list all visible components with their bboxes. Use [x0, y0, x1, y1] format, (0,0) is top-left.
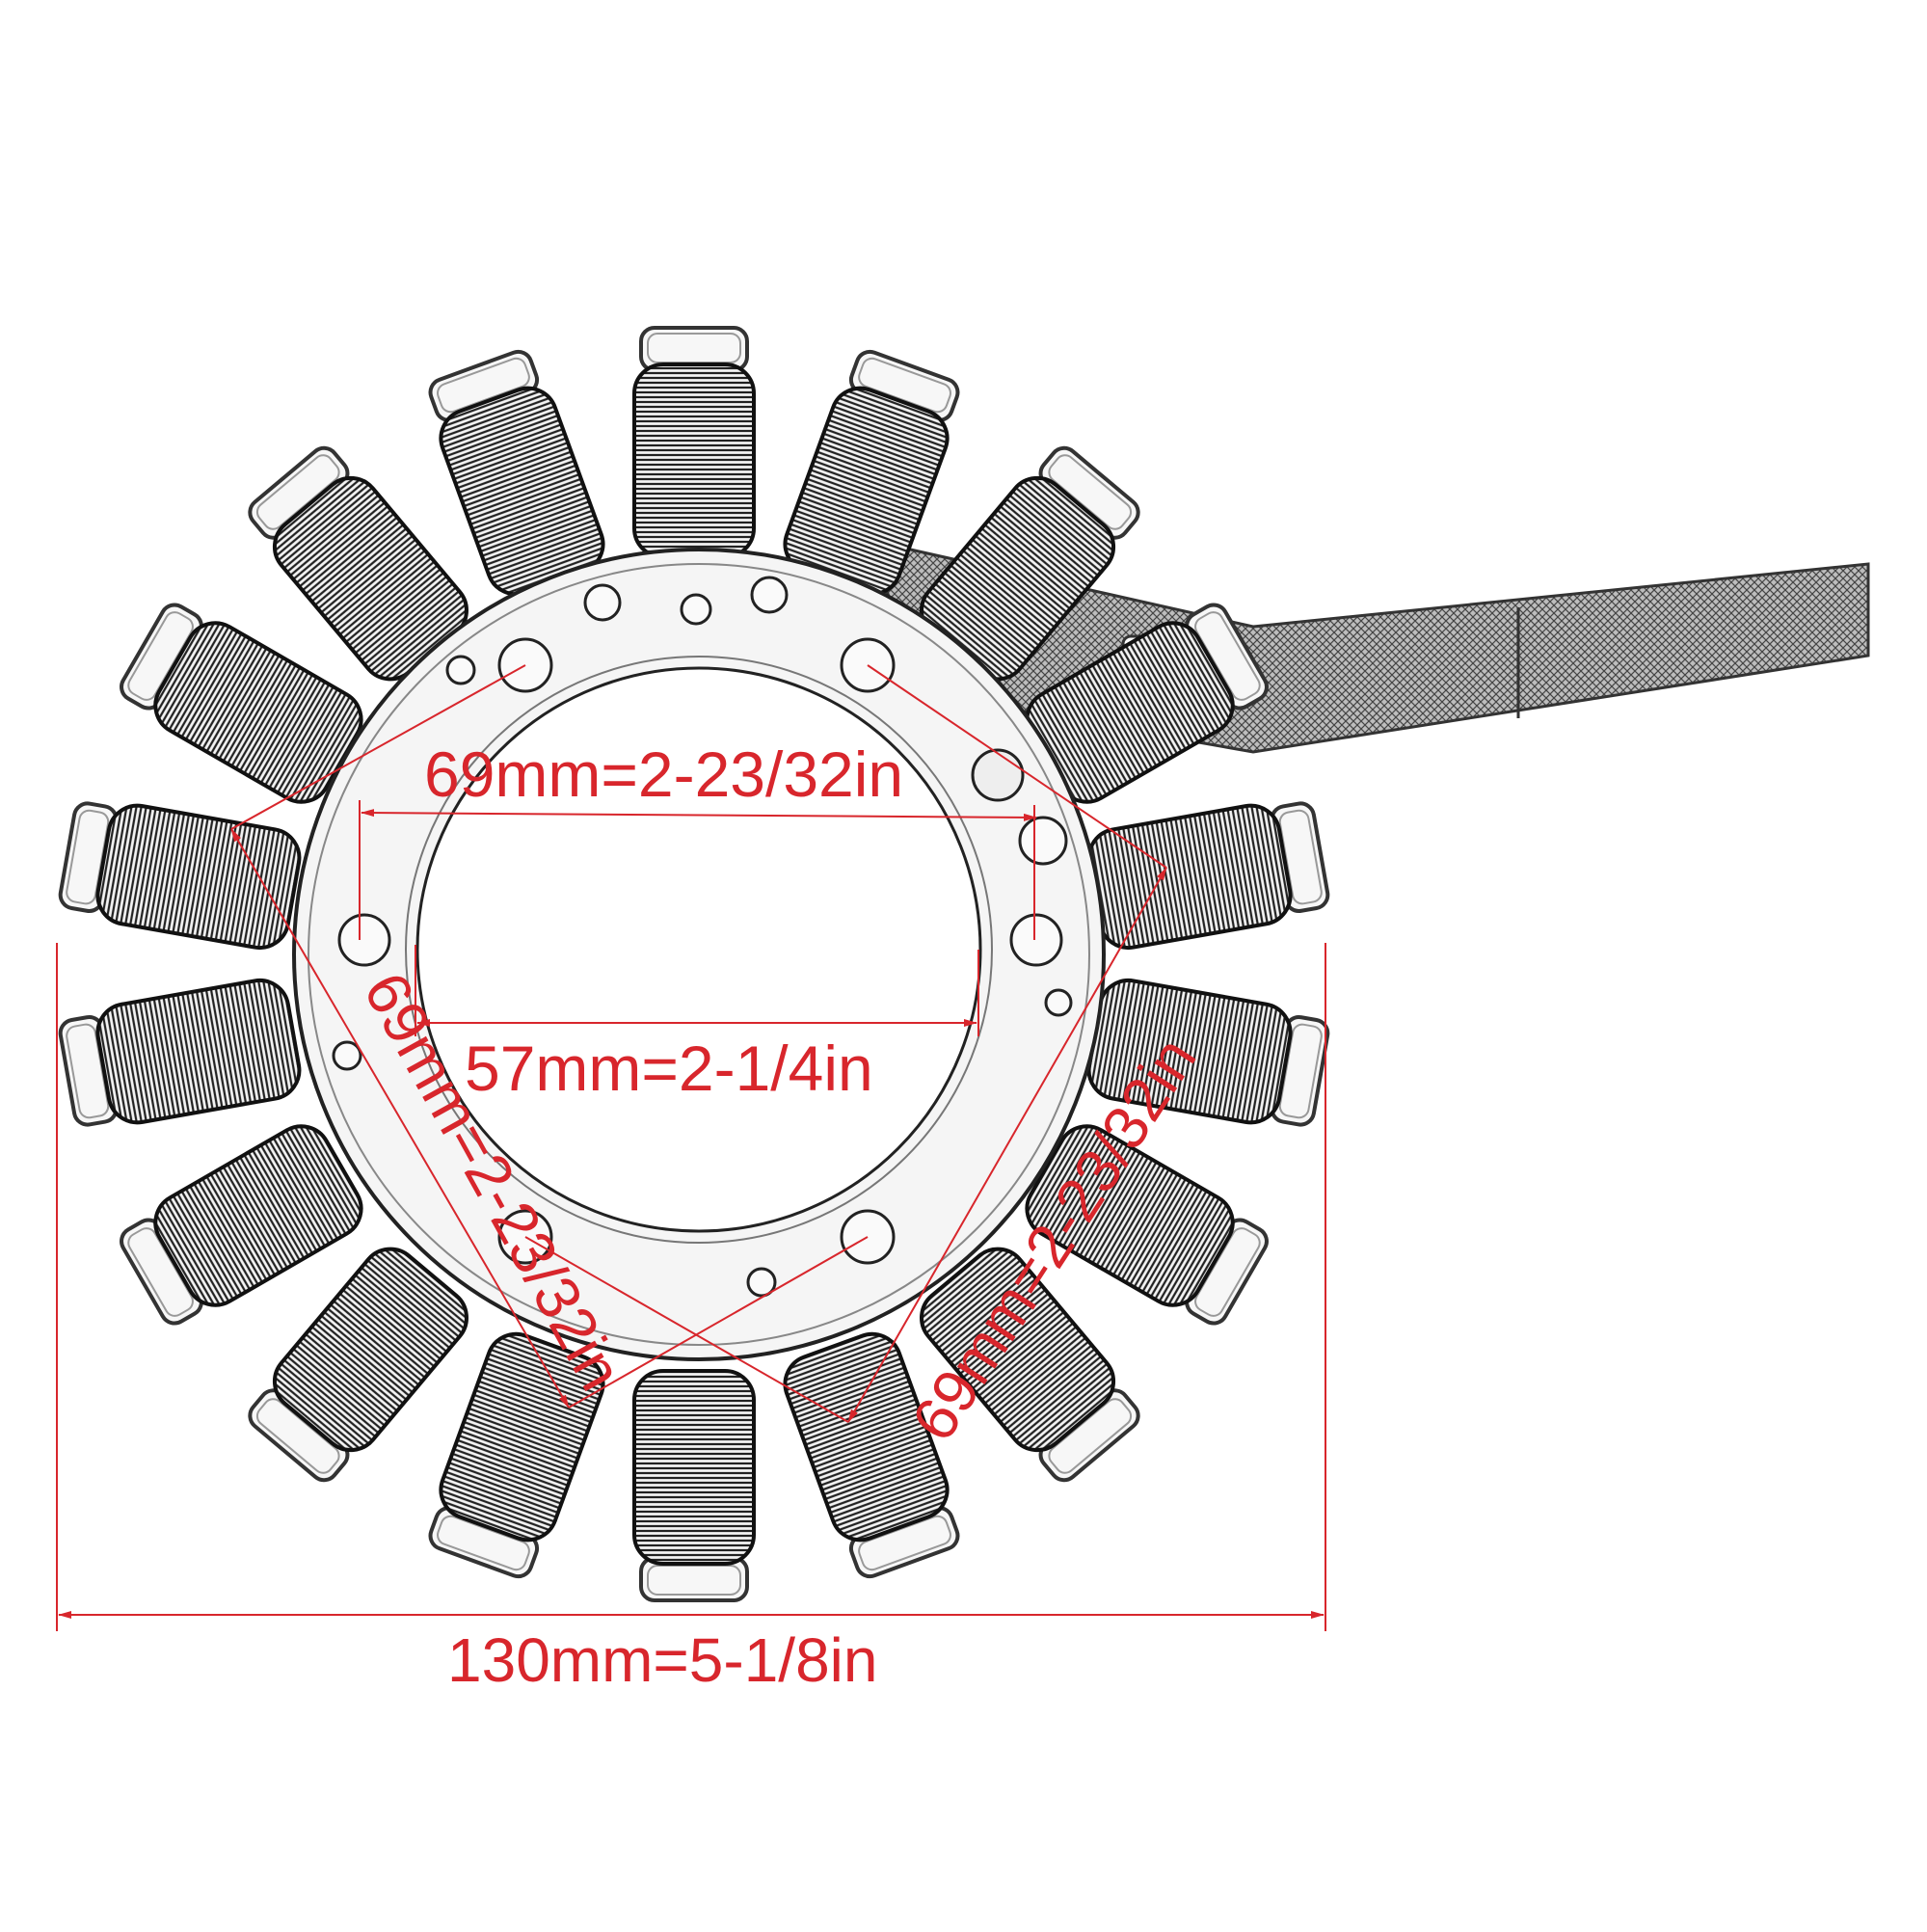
inner-bore-label: 57mm=2-1/4in	[465, 1033, 873, 1104]
bolt-circle-top-label: 69mm=2-23/32in	[424, 738, 904, 810]
screw	[971, 748, 1025, 802]
outer-diameter-label: 130mm=5-1/8in	[447, 1625, 878, 1695]
dimension-lines	[56, 664, 1326, 1631]
